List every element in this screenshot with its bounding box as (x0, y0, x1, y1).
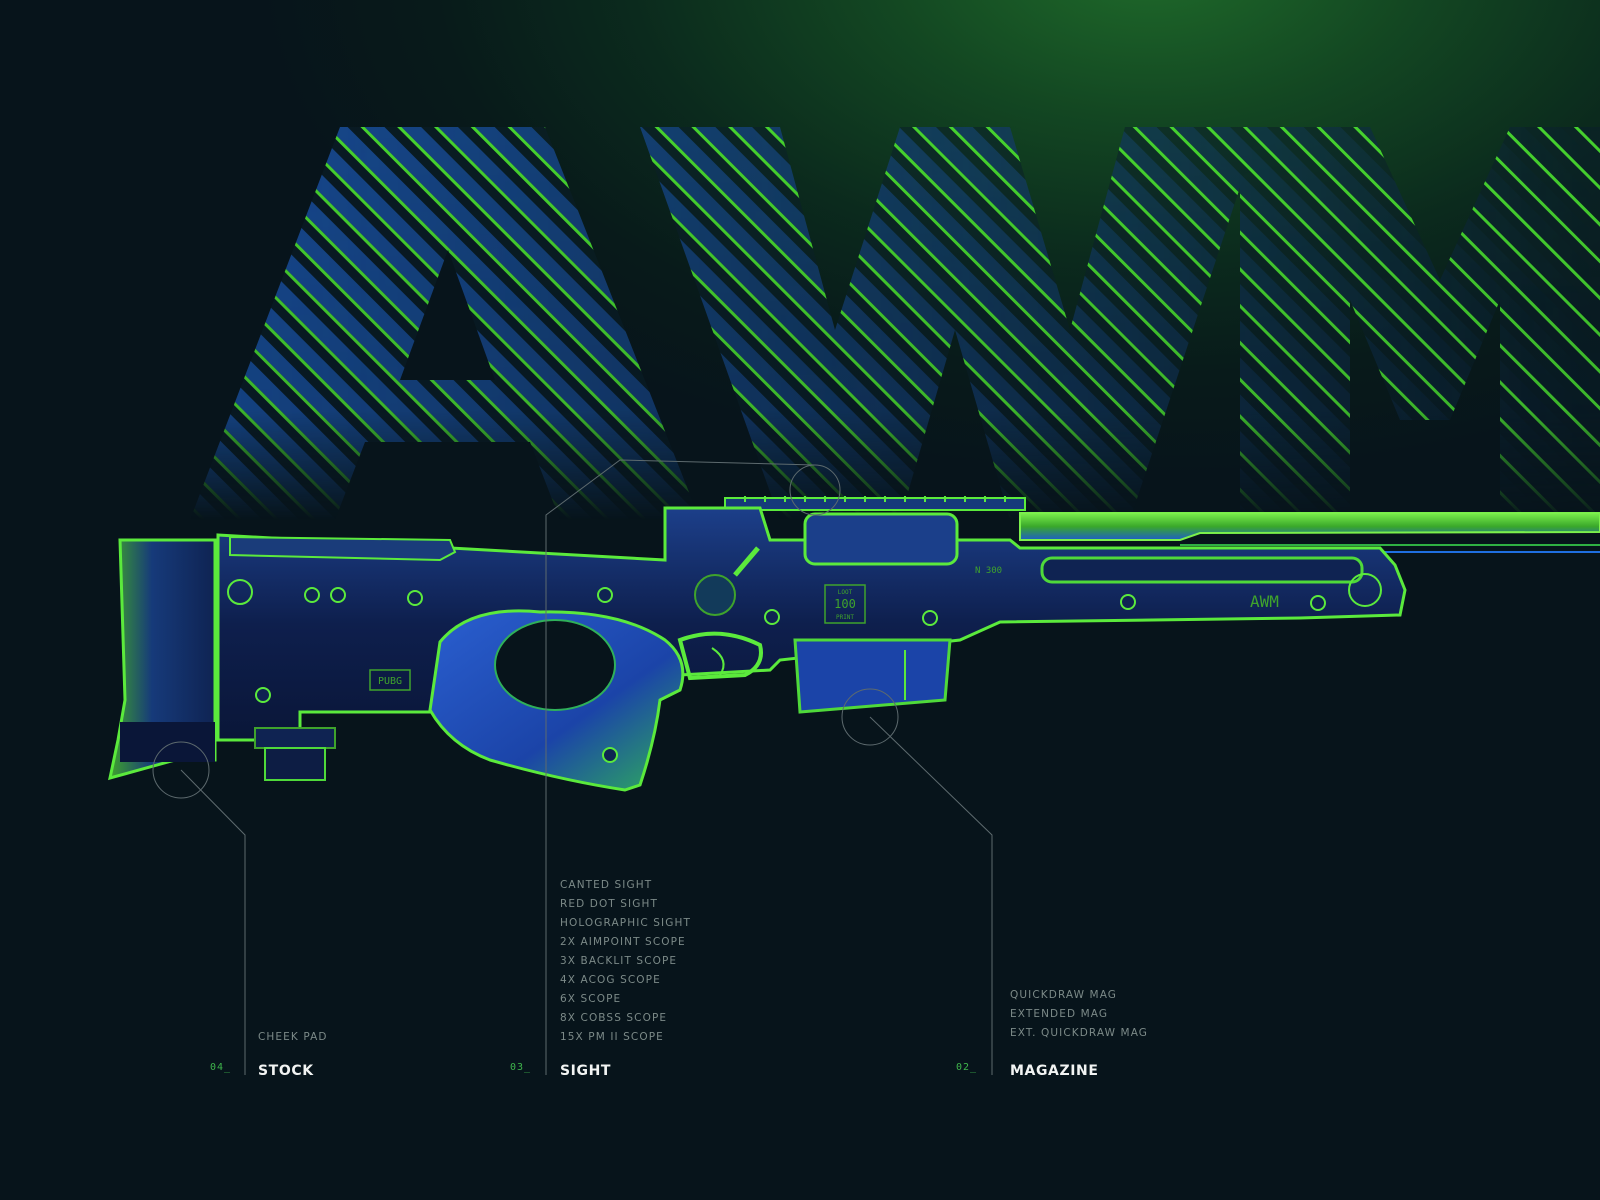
stock-callout-ring (152, 741, 210, 799)
sight-attachment-list: CANTED SIGHT RED DOT SIGHT HOLOGRAPHIC S… (560, 876, 691, 1047)
model-marking: AWM (1250, 592, 1279, 611)
list-item: 4X ACOG SCOPE (560, 974, 661, 986)
sight-callout-ring (789, 464, 841, 516)
loot-print-line-1: LOOT (838, 589, 853, 596)
magazine-index: 02_ (956, 1062, 978, 1073)
magazine-callout-line (869, 716, 993, 1075)
list-item: 2X AIMPOINT SCOPE (560, 936, 686, 948)
serial-marking: N 300 (975, 566, 1002, 576)
list-item: 6X SCOPE (560, 993, 622, 1005)
sight-callout-line (545, 459, 816, 1075)
list-item: QUICKDRAW MAG (1010, 989, 1118, 1001)
list-item: HOLOGRAPHIC SIGHT (560, 917, 691, 929)
stock-label: STOCK (258, 1063, 314, 1079)
loot-print-line-3: PRINT (836, 614, 854, 621)
sight-label: SIGHT (560, 1063, 612, 1079)
list-item: 15X PM II SCOPE (560, 1031, 664, 1043)
magazine-callout-ring (841, 688, 899, 746)
stock-index: 04_ (210, 1062, 232, 1073)
sight-index: 03_ (510, 1062, 532, 1073)
list-item: CANTED SIGHT (560, 879, 653, 891)
loot-print-line-2: 100 (834, 597, 856, 611)
list-item: CHEEK PAD (258, 1031, 328, 1043)
list-item: 8X COBSS SCOPE (560, 1012, 668, 1024)
list-item: 3X BACKLIT SCOPE (560, 955, 678, 967)
list-item: RED DOT SIGHT (560, 898, 658, 910)
pubg-badge-text: PUBG (378, 676, 402, 687)
magazine-label: MAGAZINE (1010, 1063, 1099, 1079)
list-item: EXT. QUICKDRAW MAG (1010, 1027, 1149, 1039)
list-item: EXTENDED MAG (1010, 1008, 1109, 1020)
stock-attachment-list: CHEEK PAD (258, 1028, 328, 1047)
stock-callout-line (180, 769, 246, 1075)
magazine-attachment-list: QUICKDRAW MAG EXTENDED MAG EXT. QUICKDRA… (1010, 986, 1148, 1043)
